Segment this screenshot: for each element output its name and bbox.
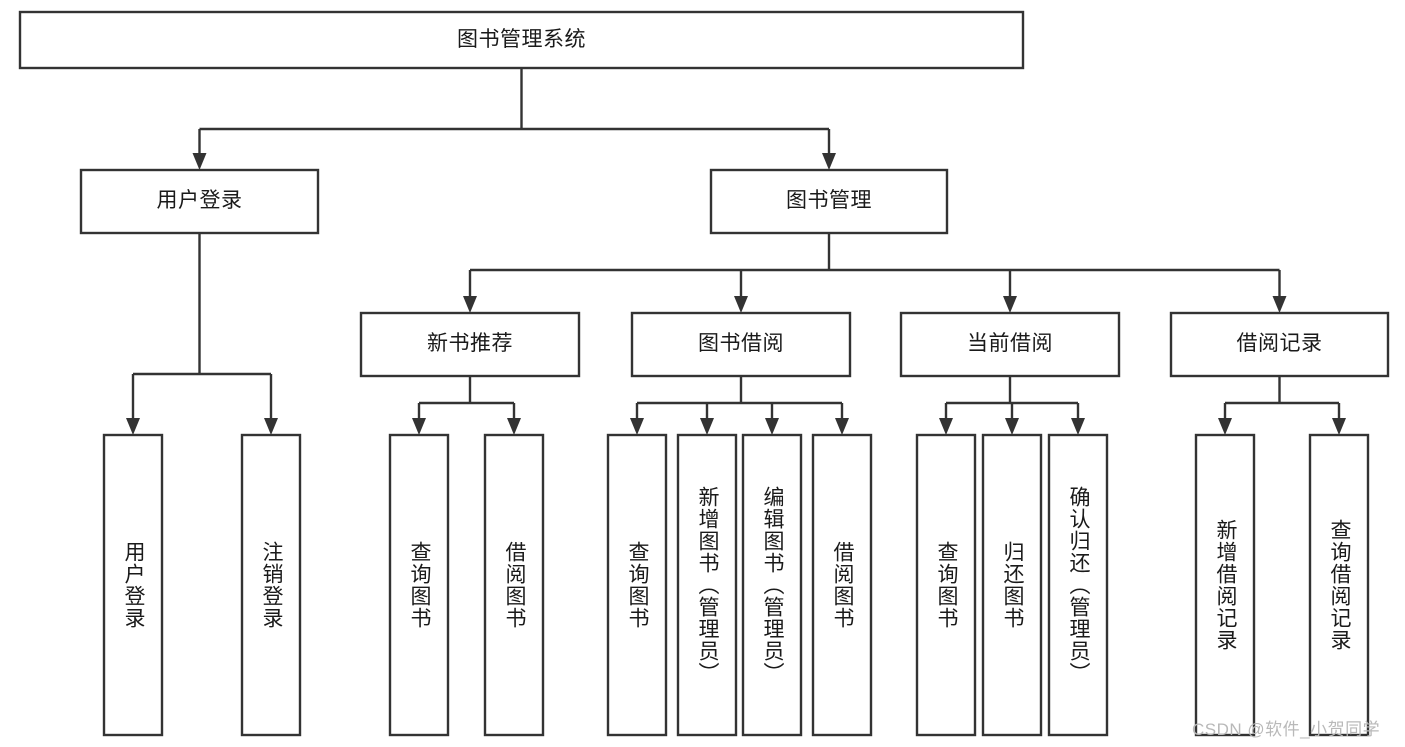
arrow-head-icon <box>734 296 748 313</box>
arrow-head-icon <box>630 418 644 435</box>
arrow-head-icon <box>1332 418 1346 435</box>
node-box-group <box>18 10 1390 737</box>
node-box-leaf-logout-login <box>240 433 302 737</box>
arrow-head-icon <box>835 418 849 435</box>
node-box-leaf-query-borrow-record <box>1308 433 1370 737</box>
arrow-head-icon <box>264 418 278 435</box>
arrow-head-icon <box>765 418 779 435</box>
node-box-leaf-borrow-book <box>811 433 873 737</box>
arrow-head-icon <box>700 418 714 435</box>
node-box-leaf-borrow-book-rec <box>483 433 545 737</box>
arrow-head-icon <box>412 418 426 435</box>
arrow-head-icon <box>1218 418 1232 435</box>
arrow-head-icon <box>192 153 207 170</box>
node-box-leaf-query-book-rec <box>388 433 450 737</box>
node-box-leaf-query-book-cur <box>915 433 977 737</box>
node-box-leaf-confirm-return-admin <box>1047 433 1109 737</box>
arrow-head-icon <box>822 153 836 170</box>
arrow-head-icon <box>507 418 521 435</box>
node-box-new-book-recommend <box>359 311 581 378</box>
node-box-user-login <box>79 168 320 235</box>
arrow-head-icon <box>1272 296 1287 313</box>
arrow-head-icon <box>126 418 140 435</box>
node-box-leaf-add-borrow-record <box>1194 433 1256 737</box>
node-box-borrow-record <box>1169 311 1390 378</box>
node-box-root <box>18 10 1025 70</box>
arrow-head-icon <box>1003 296 1017 313</box>
arrow-head-icon <box>939 418 953 435</box>
arrow-head-icon <box>463 296 477 313</box>
connector-group <box>126 68 1346 435</box>
node-box-leaf-user-login <box>102 433 164 737</box>
arrow-head-icon <box>1005 418 1019 435</box>
node-box-book-borrow <box>630 311 852 378</box>
node-box-current-borrow <box>899 311 1121 378</box>
watermark-text: CSDN @软件_小贺同学 <box>1192 720 1381 739</box>
node-box-leaf-edit-book-admin <box>741 433 803 737</box>
node-box-leaf-add-book-admin <box>676 433 738 737</box>
arrow-head-icon <box>1071 418 1085 435</box>
node-box-leaf-return-book <box>981 433 1043 737</box>
node-box-book-manage <box>709 168 949 235</box>
node-box-leaf-query-book-borrow <box>606 433 668 737</box>
